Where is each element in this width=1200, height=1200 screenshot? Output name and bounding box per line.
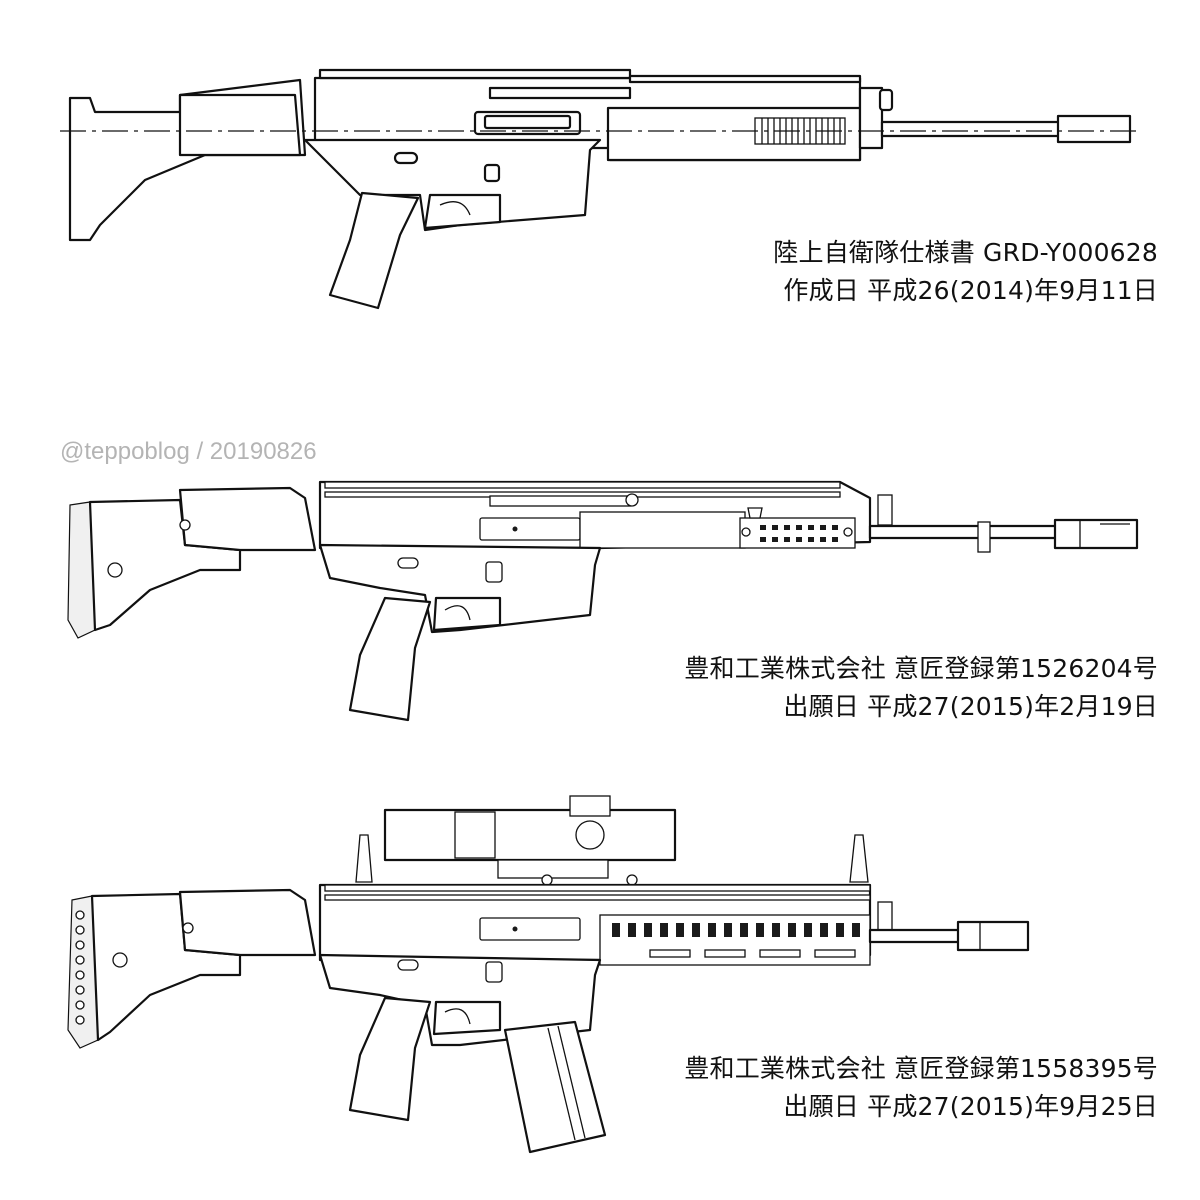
- lower-receiver-2: [318, 543, 602, 634]
- caption-1-line-2: 作成日 平成26(2014)年9月11日: [783, 276, 1158, 305]
- barrel-2: [868, 524, 1072, 540]
- caption-1: 陸上自衛隊仕様書 GRD-Y000628 作成日 平成26(2014)年9月11…: [773, 234, 1158, 310]
- top-rail-1: [318, 68, 862, 84]
- lower-receiver-3: [318, 953, 602, 1047]
- pistol-grip-2: [348, 596, 432, 722]
- buttpad-2: [67, 501, 96, 639]
- barrel-3: [868, 928, 972, 944]
- pistol-grip-3: [348, 996, 432, 1122]
- top-rail-3: [324, 884, 871, 901]
- rail-panel-2: [739, 507, 856, 549]
- optic-sight-3: [383, 795, 677, 886]
- rifle-drawing-2: [67, 480, 1139, 722]
- rifle-drawing-3: [67, 795, 1030, 1154]
- rifle-drawing-1: [60, 68, 1140, 310]
- quad-rail-handguard-3: [599, 914, 871, 966]
- pistol-grip-1: [328, 191, 420, 310]
- magazine-3: [503, 1020, 607, 1154]
- muzzle-device-2: [1053, 518, 1139, 550]
- barrel-1: [880, 120, 1064, 138]
- caption-3-line-1: 豊和工業株式会社 意匠登録第1558395号: [684, 1054, 1158, 1083]
- buttpad-holes-3: [75, 910, 85, 1025]
- caption-2-line-2: 出願日 平成27(2015)年2月19日: [783, 692, 1158, 721]
- caption-3-line-2: 出願日 平成27(2015)年9月25日: [783, 1092, 1158, 1121]
- watermark: @teppoblog / 20190826: [60, 438, 317, 465]
- top-rail-2: [324, 481, 841, 498]
- front-sight-3: [849, 834, 869, 883]
- caption-2: 豊和工業株式会社 意匠登録第1526204号 出願日 平成27(2015)年2月…: [684, 650, 1158, 726]
- caption-2-line-1: 豊和工業株式会社 意匠登録第1526204号: [684, 654, 1158, 683]
- rear-sight-3: [355, 834, 373, 883]
- muzzle-device-1: [1056, 114, 1132, 144]
- muzzle-device-3: [956, 920, 1030, 952]
- caption-3: 豊和工業株式会社 意匠登録第1558395号 出願日 平成27(2015)年9月…: [684, 1050, 1158, 1126]
- caption-1-line-1: 陸上自衛隊仕様書 GRD-Y000628: [773, 238, 1158, 267]
